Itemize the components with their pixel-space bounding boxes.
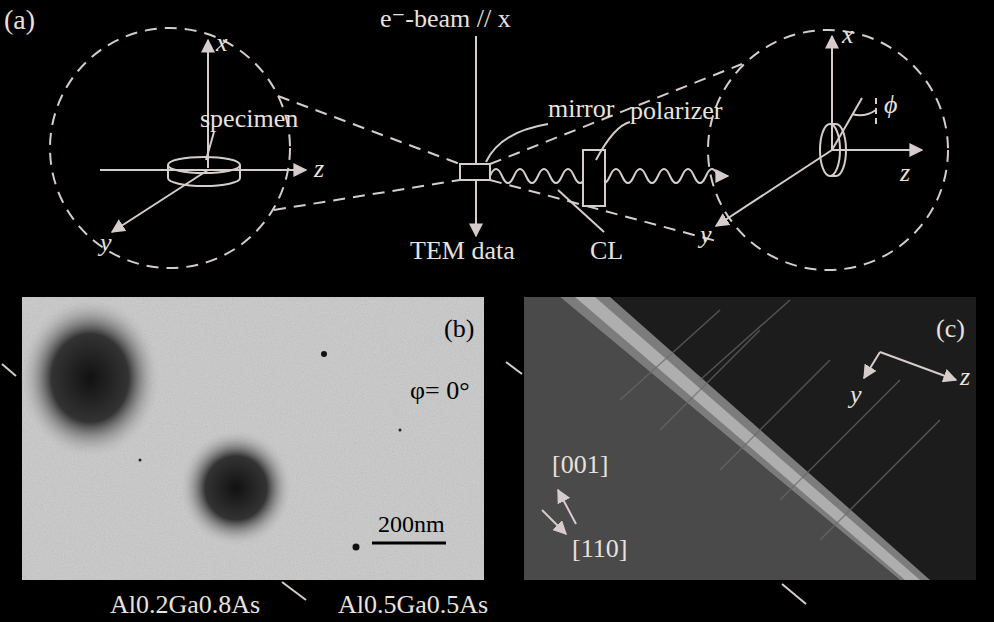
figure-label: CL: [590, 238, 623, 264]
figure-label: y: [700, 222, 712, 248]
figure-label: z: [314, 156, 324, 182]
figure-label: Al0.2Ga0.8As: [110, 592, 260, 618]
figure-label: (a): [4, 6, 35, 34]
figure-label: specimen: [200, 106, 298, 132]
figure-label: (b): [444, 316, 474, 342]
figure-label: y: [850, 382, 862, 408]
figure-label: z: [900, 160, 910, 186]
figure-label: TEM data: [410, 238, 515, 264]
figure-label: Al0.5Ga0.5As: [338, 592, 488, 618]
figure-label: x: [216, 30, 228, 56]
figure-label: [110]: [572, 536, 627, 562]
figure-label: mirror: [548, 96, 614, 122]
figure-label: [001]: [552, 452, 608, 478]
figure-label: (c): [936, 316, 965, 342]
figure-label: polarizer: [630, 98, 722, 124]
figure-label: x: [842, 22, 854, 48]
figure-label: φ= 0°: [410, 378, 470, 404]
figure-label: y: [100, 230, 112, 256]
figure-label: 200nm: [378, 512, 445, 536]
figure-label: ϕ: [884, 92, 897, 118]
figure-label: e⁻-beam // x: [380, 6, 511, 32]
figure-label: z: [960, 364, 970, 390]
